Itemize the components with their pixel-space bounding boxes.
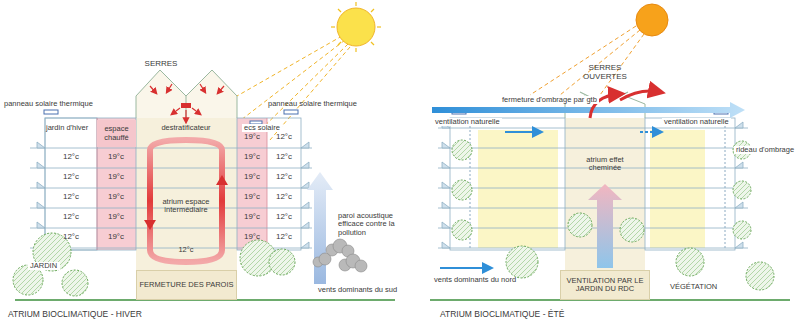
annotation-label: fermeture d'ombrage par gtb xyxy=(500,96,599,104)
annotation-label: panneau solaire thermique xyxy=(4,100,114,108)
atrium-zone: atrium espace intermédiaire 12°c xyxy=(150,196,222,256)
annotation-label: 12°c xyxy=(56,153,86,162)
annotation-label: SERRES OUVERTES xyxy=(575,64,635,82)
annotation-label: JARDIN xyxy=(28,262,60,270)
annotation-label: paroi acoustique efficace contre la poll… xyxy=(336,212,397,237)
annotation-label: 19°c xyxy=(238,133,266,142)
annotation-label: ventilation naturelle xyxy=(662,118,731,126)
annotation-label: 19°c xyxy=(238,233,266,242)
closure-box: FERMETURE DES PAROIS xyxy=(136,270,237,300)
annotation-label: 19°c xyxy=(101,193,131,202)
annotation-label: 12°c xyxy=(56,193,86,202)
node-text: 12°c xyxy=(178,246,193,254)
annotation-label: 12°c xyxy=(269,133,299,142)
node-text: FERMETURE DES PAROIS xyxy=(139,281,233,289)
annotation-label: 19°c xyxy=(101,173,131,182)
annotation-label: 19°c xyxy=(238,173,266,182)
node-text: VENTILATION PAR LE JARDIN DU RDC xyxy=(563,277,647,294)
node-text: atrium effet cheminée xyxy=(579,156,631,173)
annotation-label: 12°c xyxy=(56,233,86,242)
annotation-label: 19°c xyxy=(101,233,131,242)
annotation-label: VÉGÉTATION xyxy=(670,283,730,291)
annotation-label: panneau solaire thermique xyxy=(268,100,388,108)
annotation-label: vents dominants du nord xyxy=(434,276,544,284)
node-text: atrium espace intermédiaire xyxy=(152,198,220,215)
annotation-label: SERRES xyxy=(136,60,186,69)
annotation-label: 12°c xyxy=(56,213,86,222)
annotation-label: jardin d'hiver xyxy=(46,124,96,132)
heated-space-box: espace chauffé xyxy=(97,120,136,147)
atrium-zone: atrium effet cheminée xyxy=(577,146,633,182)
annotation-label: 12°c xyxy=(269,233,299,242)
annotation-label: ventilation naturelle xyxy=(433,118,502,126)
annotation-label: 19°c xyxy=(101,213,131,222)
node-text: espace chauffé xyxy=(99,125,134,142)
annotation-label: 12°c xyxy=(56,173,86,182)
ventilation-box: VENTILATION PAR LE JARDIN DU RDC xyxy=(560,270,650,300)
annotation-label: 19°c xyxy=(238,213,266,222)
annotation-label: 12°c xyxy=(269,153,299,162)
annotation-label: 12°c xyxy=(269,213,299,222)
annotation-label: 12°c xyxy=(269,193,299,202)
annotation-label: destratificateur xyxy=(154,124,218,132)
annotation-label: vents dominants du sud xyxy=(318,286,400,294)
annotation-label: 19°c xyxy=(101,153,131,162)
annotation-label: 12°c xyxy=(269,173,299,182)
annotation-label: rideau d'ombrage xyxy=(734,146,797,154)
panel-caption: ATRIUM BIOCLIMATIQUE - ÉTÉ xyxy=(440,310,640,319)
annotation-label: 19°c xyxy=(238,153,266,162)
annotation-label: 19°c xyxy=(238,193,266,202)
panel-caption: ATRIUM BIOCLIMATIQUE - HIVER xyxy=(8,310,208,319)
annotation-label: ecs solaire xyxy=(242,124,282,132)
